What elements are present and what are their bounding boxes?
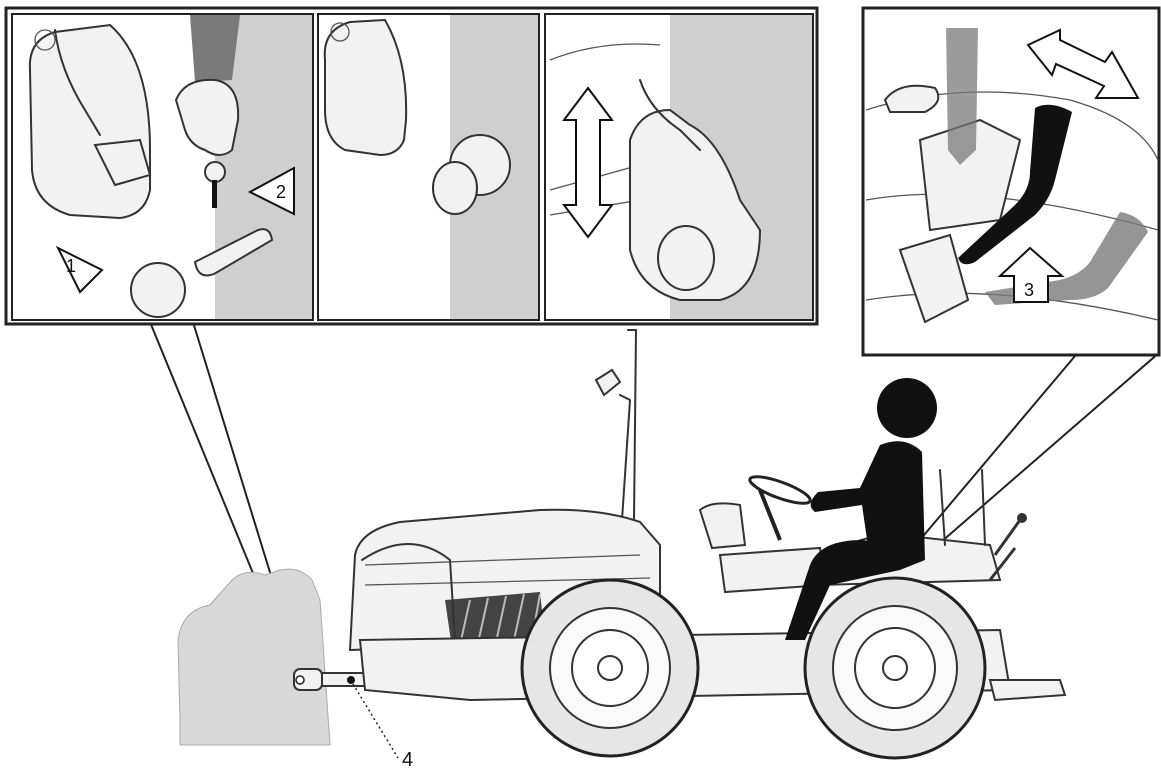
part-4-label: 4 <box>402 749 413 769</box>
tractor <box>350 330 1065 758</box>
callout-step2-label: 2 <box>276 182 286 202</box>
part-4-marker <box>347 676 355 684</box>
front-wheel <box>522 580 698 756</box>
wall-block <box>178 569 330 745</box>
callout-step3-label: 3 <box>1024 280 1034 300</box>
rear-wheel <box>805 578 985 758</box>
detail-panel-hitch: 1 2 <box>6 8 817 324</box>
detail-panel-lever: 3 <box>863 8 1159 355</box>
callout-step1-label: 1 <box>66 256 76 276</box>
